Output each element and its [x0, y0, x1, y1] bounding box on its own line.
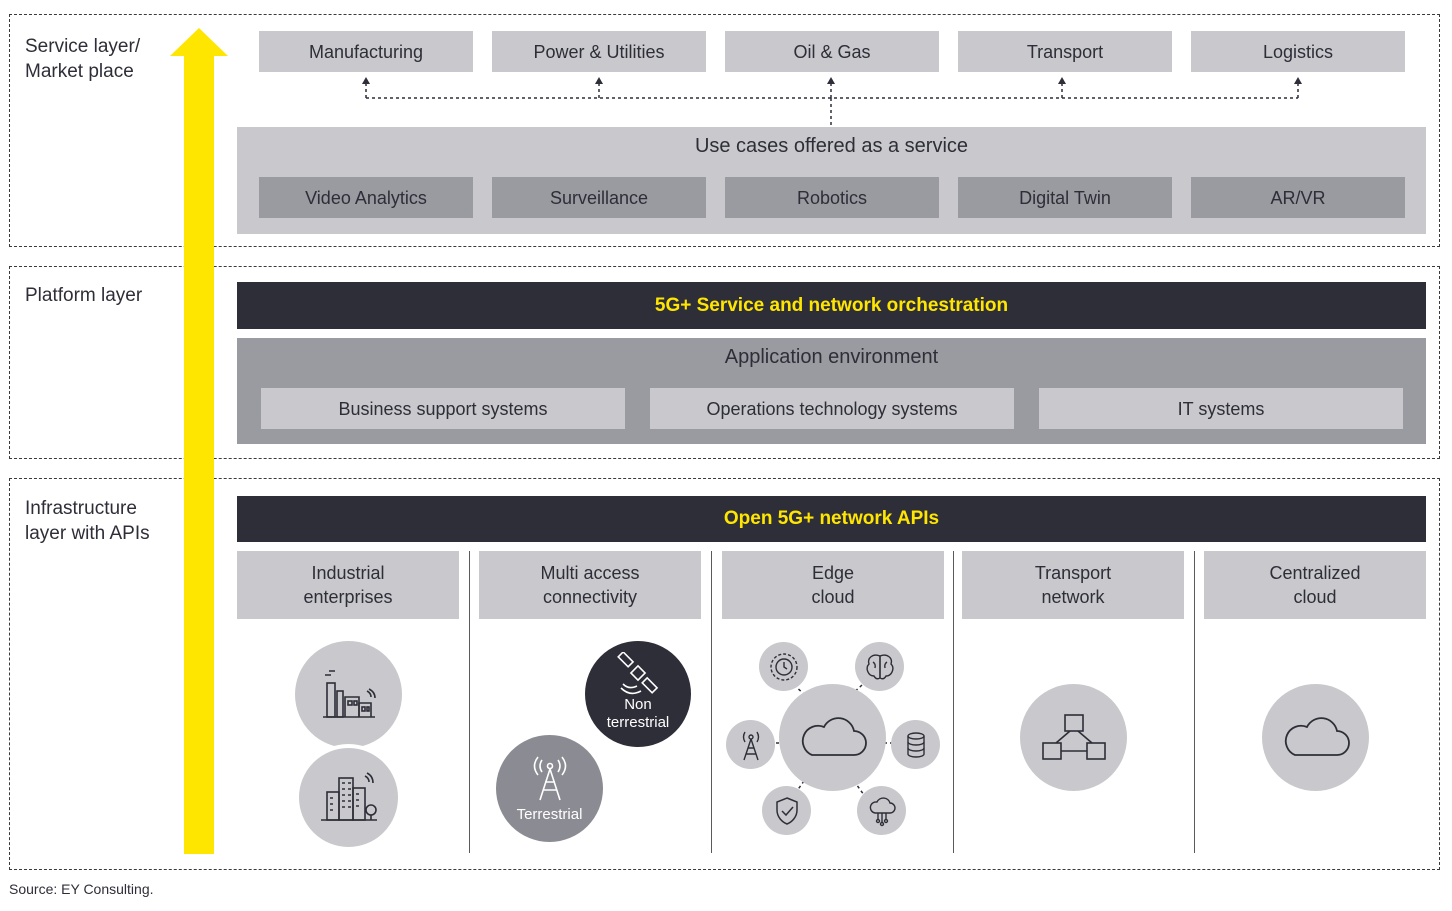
operations-technology-systems: Operations technology systems: [650, 388, 1014, 429]
non-terrestrial-circle: Non terrestrial: [585, 641, 691, 747]
it-systems: IT systems: [1039, 388, 1403, 429]
satellite-icon: [617, 652, 659, 695]
industry-logistics: Logistics: [1191, 31, 1405, 72]
non-terrestrial-label: Non terrestrial: [606, 696, 670, 731]
infrastructure-layer-label: Infrastructure layer with APIs: [25, 498, 150, 544]
use-case-surveillance: Surveillance: [492, 177, 706, 218]
column-edge-cloud: Edge cloud: [722, 551, 944, 619]
industry-oil-gas: Oil & Gas: [725, 31, 939, 72]
cloud-icon: [1284, 716, 1350, 756]
industry-manufacturing: Manufacturing: [259, 31, 473, 72]
application-environment-title: Application environment: [724, 346, 939, 368]
terrestrial-circle: Terrestrial: [496, 735, 603, 842]
business-support-systems: Business support systems: [261, 388, 625, 429]
column-centralized-cloud: Centralized cloud: [1204, 551, 1426, 619]
open-network-apis-bar: Open 5G+ network APIs: [237, 496, 1426, 542]
cloud-network-icon: [869, 796, 896, 826]
network-topology-icon: [1041, 713, 1106, 760]
antenna-tower-icon: [742, 731, 759, 760]
terrestrial-label: Terrestrial: [516, 806, 583, 823]
service-layer-label: Service layer/ Market place: [25, 36, 141, 82]
antenna-tower-icon: [533, 756, 566, 801]
shield-check-circle: [762, 786, 811, 835]
transport-network-circle: [1020, 684, 1127, 791]
orchestration-bar: 5G+ Service and network orchestration: [237, 282, 1426, 329]
use-cases-title: Use cases offered as a service: [694, 135, 969, 157]
antenna-circle: [726, 720, 775, 769]
database-icon: [906, 731, 925, 758]
column-transport-network: Transport network: [962, 551, 1184, 619]
platform-layer-frame: [9, 266, 1440, 459]
use-case-digital-twin: Digital Twin: [958, 177, 1172, 218]
column-divider: [469, 551, 470, 853]
source-note: Source: EY Consulting.: [9, 881, 154, 897]
column-divider: [1194, 551, 1195, 853]
use-case-video-analytics: Video Analytics: [259, 177, 473, 218]
cloud-network-circle: [857, 786, 906, 835]
service-layer-frame: [9, 14, 1440, 247]
factory-icon: [322, 669, 376, 718]
brain-icon: [866, 653, 893, 679]
factory-circle: [295, 641, 402, 748]
use-case-robotics: Robotics: [725, 177, 939, 218]
stopwatch-gear-circle: [759, 642, 808, 691]
column-industrial-enterprises: Industrial enterprises: [237, 551, 459, 619]
upward-arrow-icon: [170, 28, 228, 854]
platform-layer-label: Platform layer: [25, 285, 143, 306]
database-circle: [891, 720, 940, 769]
infrastructure-layer-frame: [9, 478, 1440, 870]
brain-circle: [855, 642, 904, 691]
column-multi-access-connectivity: Multi access connectivity: [479, 551, 701, 619]
stopwatch-gear-icon: [769, 652, 798, 681]
industry-power-utilities: Power & Utilities: [492, 31, 706, 72]
use-case-connector-arrows: [362, 77, 1302, 126]
shield-check-icon: [775, 796, 798, 825]
column-divider: [711, 551, 712, 853]
column-divider: [953, 551, 954, 853]
use-case-ar-vr: AR/VR: [1191, 177, 1405, 218]
centralized-cloud-circle: [1262, 684, 1369, 791]
edge-cloud-center-circle: [779, 684, 886, 791]
industry-transport: Transport: [958, 31, 1172, 72]
office-building-circle: [295, 744, 402, 851]
cloud-icon: [801, 716, 867, 756]
office-building-icon: [320, 771, 377, 821]
